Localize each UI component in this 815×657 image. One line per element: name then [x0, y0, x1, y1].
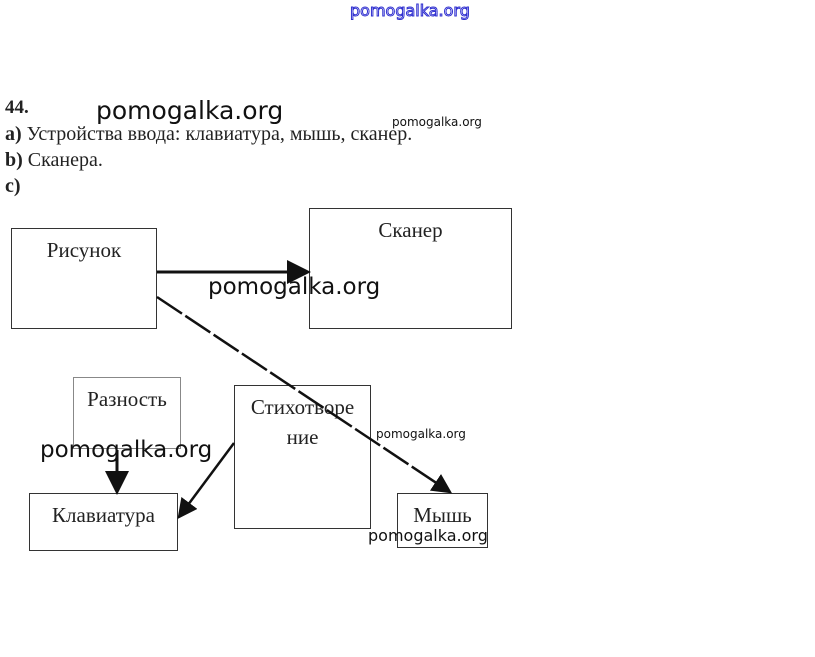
answer-b-label: b): [5, 149, 23, 171]
node-poem-label-2: ние: [286, 425, 319, 449]
node-picture: Рисунок: [11, 228, 157, 329]
node-mouse: Мышь: [397, 493, 488, 548]
watermark: pomogalka.org: [96, 96, 284, 125]
answer-b: b) Сканера.: [5, 149, 103, 172]
node-difference: Разность: [73, 377, 181, 449]
node-scanner-label: Сканер: [378, 218, 443, 242]
answer-c-label: c): [5, 175, 21, 197]
watermark: pomogalka.org: [376, 427, 466, 441]
node-mouse-label: Мышь: [413, 503, 472, 527]
task-number: 44.: [5, 97, 29, 118]
answer-c: c): [5, 175, 21, 198]
answer-b-text: Сканера.: [27, 149, 103, 171]
node-difference-label: Разность: [87, 387, 167, 411]
node-picture-label: Рисунок: [46, 238, 122, 262]
watermark: pomogalka.org: [208, 274, 381, 300]
arrow-poem-keyboard: [177, 442, 236, 520]
answer-a-label: a): [5, 123, 22, 145]
node-scanner: Сканер: [309, 208, 512, 329]
node-poem: Стихотворе ние: [234, 385, 371, 529]
answer-a-text: Устройства ввода: клавиатура, мышь, скан…: [26, 123, 413, 145]
answer-a: a) Устройства ввода: клавиатура, мышь, с…: [5, 123, 412, 146]
node-keyboard: Клавиатура: [29, 493, 178, 551]
watermark: pomogalka.org: [40, 437, 213, 463]
watermark: pomogalka.org: [368, 526, 488, 545]
watermark: pomogalka.org: [392, 115, 482, 129]
node-poem-label-1: Стихотворе: [250, 395, 355, 419]
watermark-top: pomogalka.org: [350, 1, 471, 21]
node-keyboard-label: Клавиатура: [52, 503, 155, 527]
arrow-picture-mouse: [156, 295, 453, 494]
